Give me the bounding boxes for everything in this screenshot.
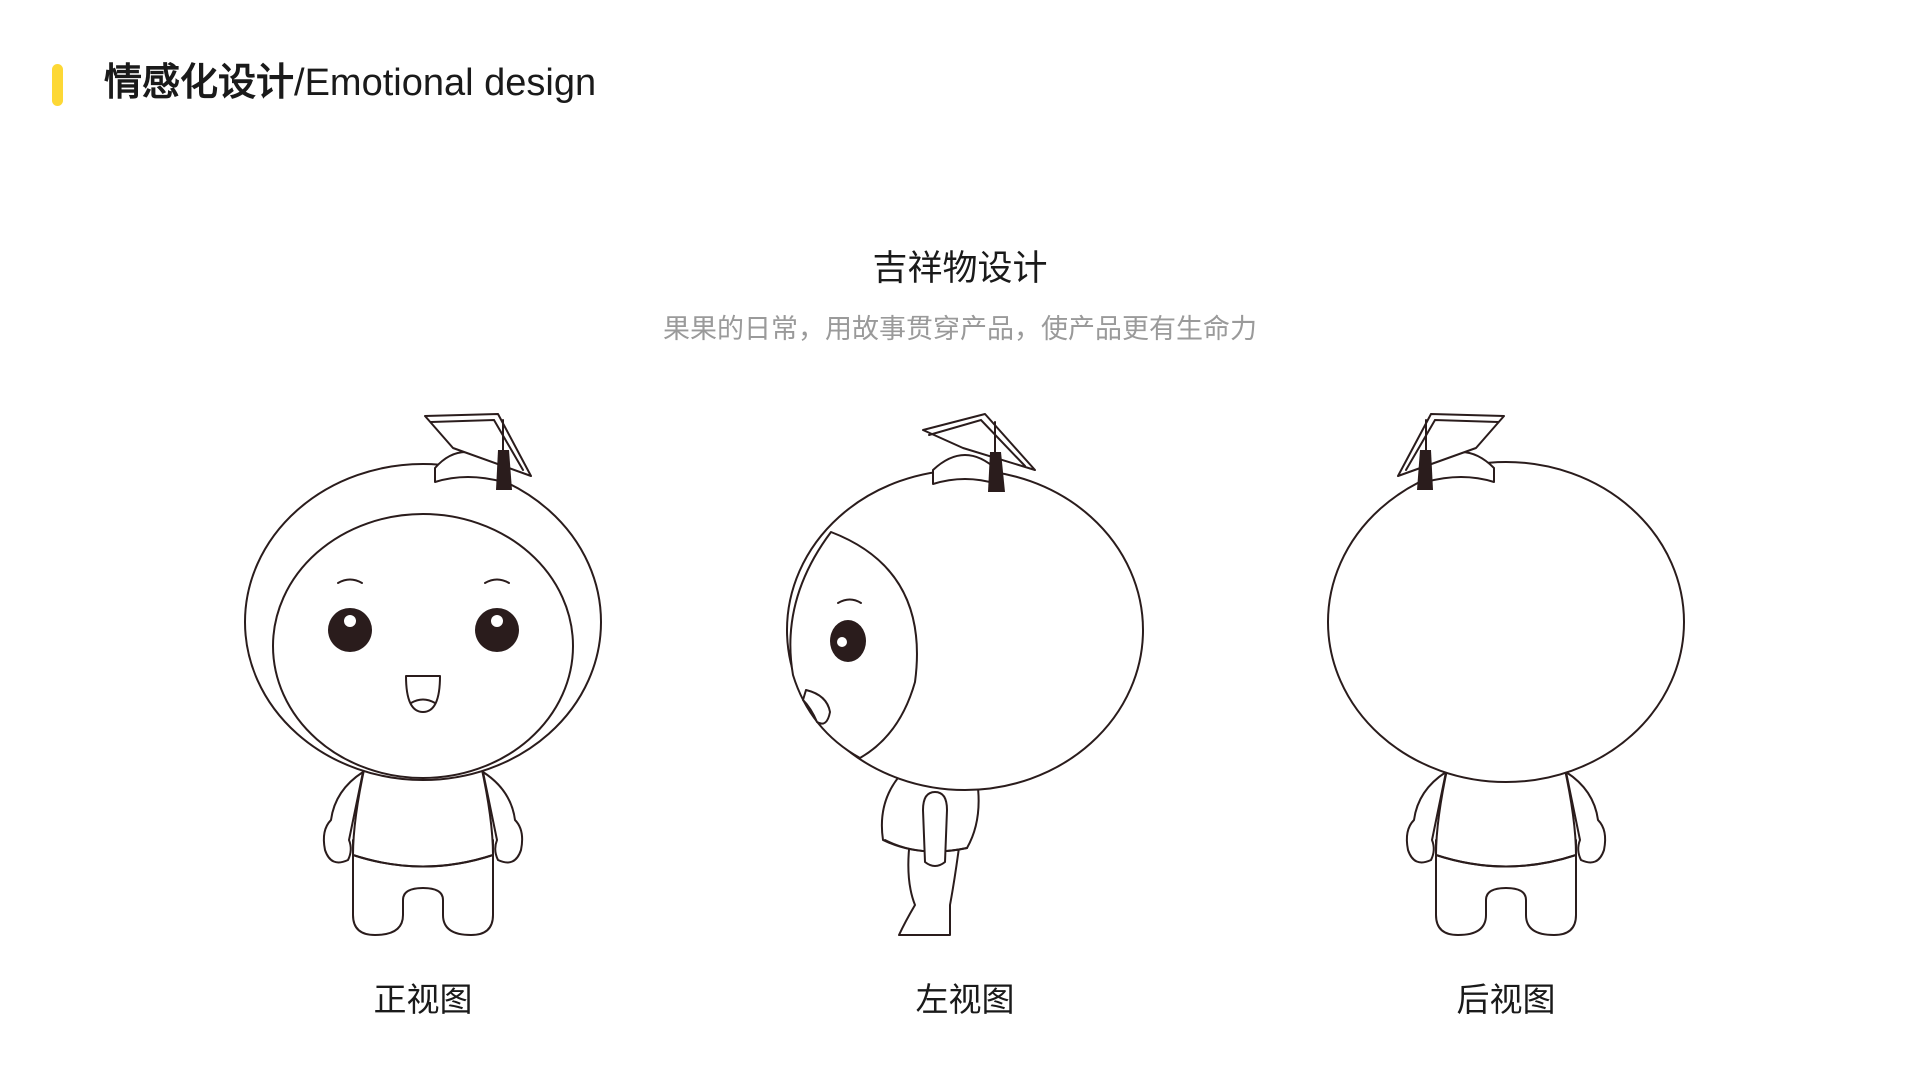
mascot-right-arm [1565, 771, 1607, 864]
page-title-cn: 情感化设计 [104, 60, 295, 104]
mascot-right-eye [475, 608, 519, 652]
mascot-eye-highlight [837, 637, 847, 647]
mascot-cap-board-edge [928, 418, 1026, 467]
mascot-left-arm [1405, 771, 1447, 864]
mascot-face [272, 513, 574, 779]
mascot-front-illustration [244, 413, 602, 936]
mascot-left-eye [328, 608, 372, 652]
page-title: 情感化设计/Emotional design [104, 58, 596, 107]
view-label-front: 正视图 [373, 980, 473, 1019]
section-subtitle: 果果的日常，用故事贯穿产品，使产品更有生命力 [663, 314, 1257, 345]
mascot-shirt-hem [884, 839, 968, 853]
mascot-back-view [1296, 400, 1716, 940]
mascot-eye [830, 620, 866, 662]
header-accent-bar [52, 64, 63, 106]
mascot-left-eye-highlight [344, 615, 356, 627]
section-title: 吉祥物设计 [872, 249, 1048, 289]
mascot-left-illustration [786, 413, 1144, 936]
mascot-front-view [213, 400, 633, 940]
mascot-right-eye-highlight [491, 615, 503, 627]
mascot-eyebrow [837, 598, 862, 604]
view-label-back: 后视图 [1456, 980, 1556, 1019]
mascot-cap-board-edge [430, 418, 524, 471]
mascot-cap-tassel [496, 450, 512, 490]
mascot-right-eyebrow [484, 578, 510, 584]
mascot-mouth [802, 689, 831, 725]
view-label-left: 左视图 [915, 980, 1015, 1019]
mascot-cap-base [932, 454, 998, 485]
mascot-cap-tassel [988, 452, 1005, 492]
mascot-cap-tassel [1417, 450, 1433, 490]
mascot-left-eyebrow [337, 578, 363, 584]
mascot-mouth [405, 675, 441, 713]
mascot-side-arm [922, 791, 948, 867]
mascot-head-back [1327, 461, 1685, 783]
mascot-shirt-hem [352, 854, 494, 868]
mascot-tongue [410, 698, 436, 704]
mascot-left-arm [322, 771, 364, 864]
mascot-back-illustration [1327, 413, 1685, 936]
mascot-legs [898, 839, 961, 936]
page-title-en: /Emotional design [294, 62, 597, 104]
mascot-cap-board-edge [1405, 418, 1499, 471]
mascot-left-view [755, 400, 1175, 940]
mascot-right-arm [482, 771, 524, 864]
mascot-shirt-hem [1435, 854, 1577, 868]
